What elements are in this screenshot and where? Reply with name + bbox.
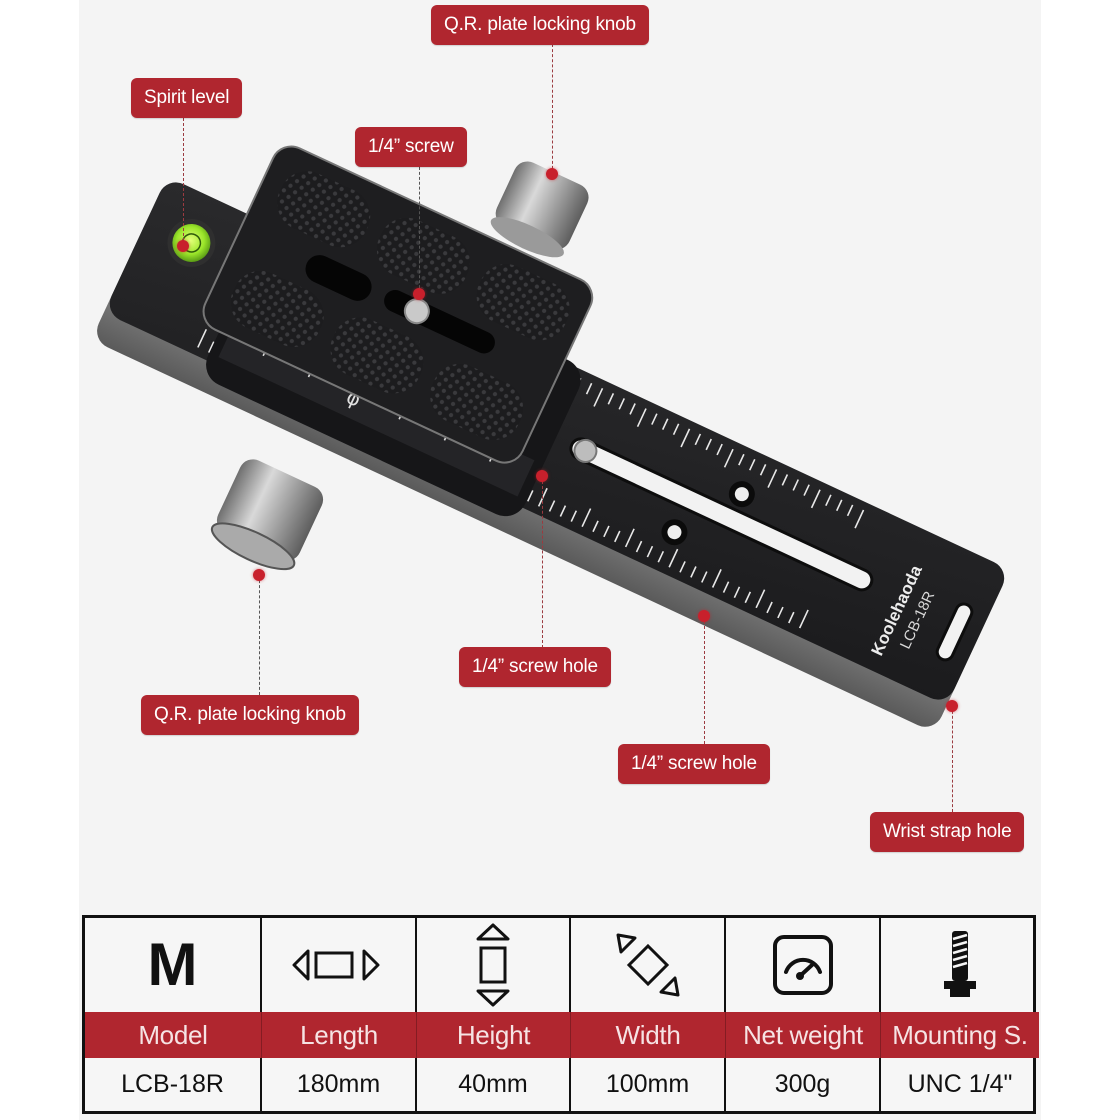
callout-quarter-inch-screw: 1/4” screw <box>355 127 467 167</box>
spec-label-mounting: Mounting S. <box>881 1012 1039 1058</box>
callout-spirit-level: Spirit level <box>131 78 243 118</box>
callout-qr-plate-locking-knob-bottom: Q.R. plate locking knob <box>141 695 359 735</box>
spec-value-height: 40mm <box>417 1058 571 1111</box>
marker-dot-spirit-level <box>177 240 189 252</box>
spec-table: M <box>82 915 1039 1114</box>
spec-value-length: 180mm <box>262 1058 417 1111</box>
callout-screw-hole-upper: 1/4” screw hole <box>459 647 611 687</box>
leader-screw-hole-1 <box>542 476 543 648</box>
leader-wrist-strap <box>952 706 953 812</box>
leader-spirit-level <box>183 118 184 246</box>
spec-label-height: Height <box>417 1012 571 1058</box>
marker-dot-screw <box>413 288 425 300</box>
marker-dot-screw-hole-2 <box>698 610 710 622</box>
width-arrows-icon <box>616 933 679 997</box>
weight-gauge-icon <box>772 935 833 995</box>
marker-dot-qr-knob-bottom <box>253 569 265 581</box>
spec-icon-model: M <box>85 918 262 1012</box>
spec-icon-length <box>262 918 417 1012</box>
spec-label-width: Width <box>571 1012 726 1058</box>
spec-icon-height <box>417 918 571 1012</box>
leader-qr-knob-top <box>552 44 553 174</box>
marker-dot-wrist-strap <box>946 700 958 712</box>
spec-value-net-weight: 300g <box>726 1058 881 1111</box>
spec-label-net-weight: Net weight <box>726 1012 881 1058</box>
callout-screw-hole-lower: 1/4” screw hole <box>618 744 770 784</box>
length-arrows-icon <box>292 949 379 981</box>
height-arrows-icon <box>476 923 510 1007</box>
marker-dot-screw-hole-1 <box>536 470 548 482</box>
spec-icon-width <box>571 918 726 1012</box>
marker-dot-qr-knob-top <box>546 168 558 180</box>
spec-value-model: LCB-18R <box>85 1058 262 1111</box>
product-photo-rail-clamp: Koolehaoda LCB-18R ϕ <box>97 145 1005 727</box>
model-letter-icon: M <box>147 931 198 998</box>
spec-value-mounting: UNC 1/4" <box>907 1070 1013 1098</box>
leader-screw-hole-2 <box>704 616 705 744</box>
callout-wrist-strap-hole: Wrist strap hole <box>870 812 1025 852</box>
screw-icon <box>944 931 976 997</box>
leader-qr-knob-bottom <box>259 575 260 695</box>
leader-screw <box>419 167 420 293</box>
callout-qr-plate-locking-knob-top: Q.R. plate locking knob <box>431 5 649 45</box>
spec-icon-mounting <box>881 918 1039 1012</box>
spec-label-model: Model <box>85 1012 262 1058</box>
spec-label-length: Length <box>262 1012 417 1058</box>
spec-value-width: 100mm <box>571 1058 726 1111</box>
spec-icon-weight <box>726 918 881 1012</box>
